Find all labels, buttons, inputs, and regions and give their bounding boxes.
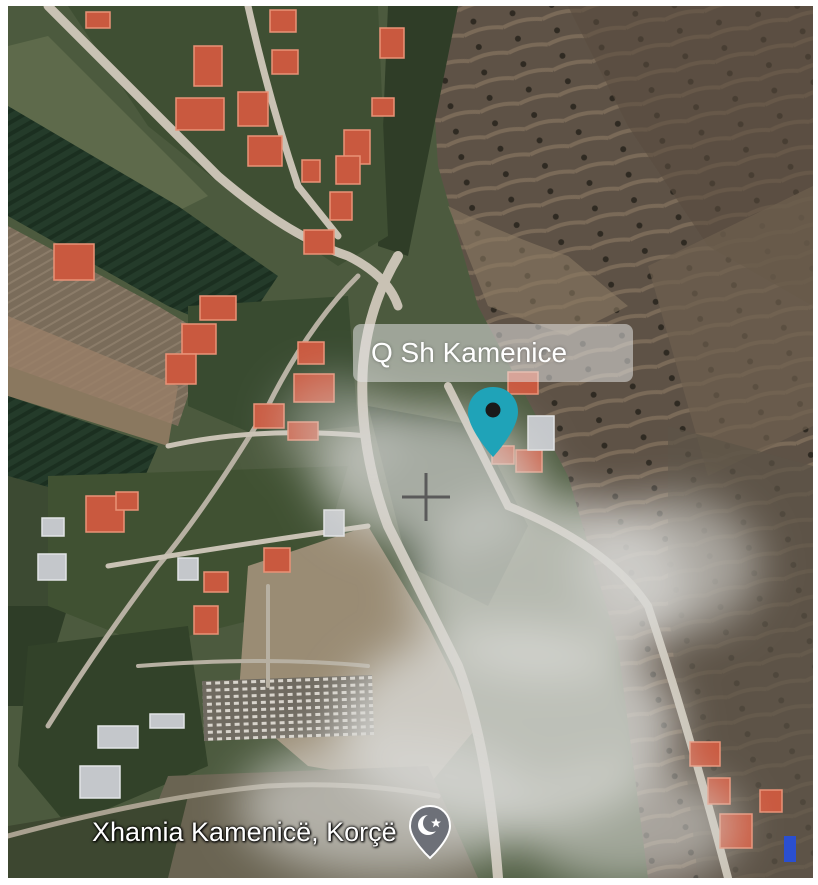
satellite-map[interactable]: Q Sh Kamenice Xhamia Kamenicë, Korçë [8, 6, 813, 878]
mosque-crescent-icon [408, 804, 451, 860]
location-pin-icon[interactable] [463, 383, 523, 463]
crosshair-icon [402, 473, 450, 521]
satellite-imagery [8, 6, 813, 878]
poi-label: Xhamia Kamenicë, Korçë [92, 816, 397, 847]
selected-place-label[interactable]: Q Sh Kamenice [353, 324, 633, 382]
poi-mosque[interactable]: Xhamia Kamenicë, Korçë [92, 804, 453, 860]
